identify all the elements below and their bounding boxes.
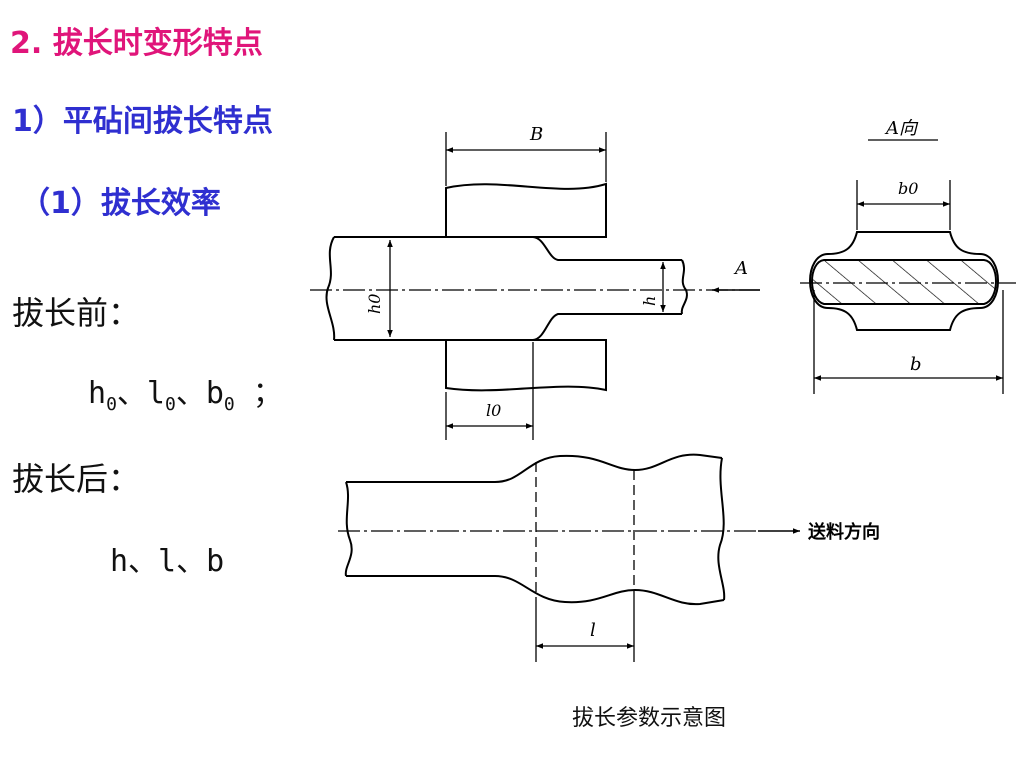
l-subscript: 0: [164, 394, 176, 415]
b-subscript: 0: [223, 394, 235, 415]
label-A-view: A向: [884, 118, 919, 139]
l-symbol: l: [146, 376, 165, 411]
lower-anvil: [445, 339, 607, 392]
section-heading: 2. 拔长时变形特点: [10, 26, 263, 61]
diagram-caption: 拔长参数示意图: [572, 706, 727, 731]
h-symbol: h: [88, 376, 107, 411]
b-symbol: b: [205, 376, 224, 411]
before-values: h0、l0、b0 ；: [88, 368, 283, 415]
workpiece-after: [344, 453, 726, 606]
separator: 、: [175, 376, 206, 411]
label-b0: b0: [898, 179, 918, 198]
separator: 、: [116, 376, 147, 411]
cross-section: [809, 231, 999, 331]
after-values: h、l、b: [110, 544, 225, 579]
upper-anvil: [445, 182, 607, 238]
feed-direction-label: 送料方向: [807, 521, 880, 543]
dimension-B: [445, 132, 607, 186]
label-h: h: [640, 296, 659, 306]
before-label: 拔长前：: [12, 294, 141, 332]
h-subscript: 0: [106, 394, 117, 415]
dimension-b0: [856, 180, 951, 230]
label-B: B: [529, 124, 543, 145]
section-lines: [535, 462, 635, 598]
semicolon: ；: [234, 376, 283, 411]
dimension-l: [535, 592, 635, 662]
label-h0: h0: [365, 294, 384, 314]
label-l0: l0: [486, 401, 501, 420]
subsection-heading: 1）平砧间拔长特点: [12, 104, 273, 139]
dimension-l0: [445, 342, 534, 440]
workpiece-top: [325, 236, 688, 341]
label-l: l: [590, 620, 596, 641]
label-b: b: [910, 354, 922, 375]
label-A: A: [733, 258, 748, 279]
after-label: 拔长后：: [12, 460, 141, 498]
dimension-b: [813, 290, 1004, 394]
item-heading: （1）拔长效率: [20, 186, 221, 221]
